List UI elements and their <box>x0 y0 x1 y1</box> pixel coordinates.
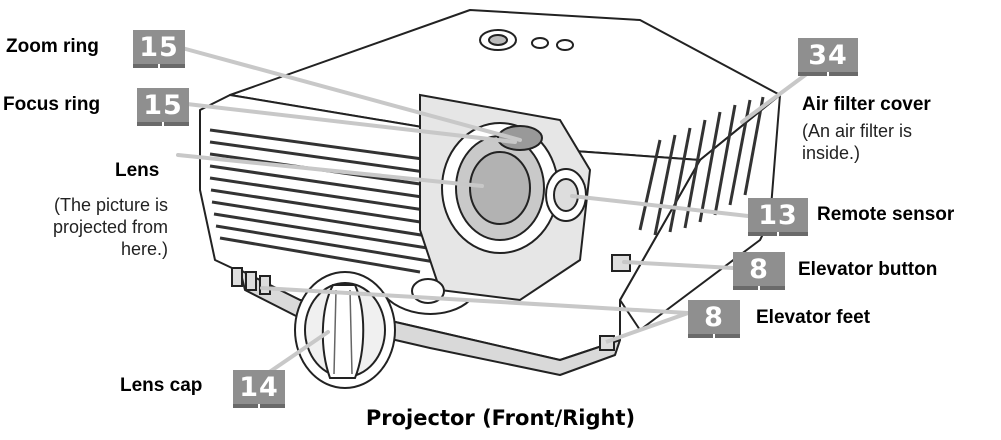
air-filter-desc-line: inside.) <box>802 143 861 163</box>
badge-air-filter-cover: 34 <box>798 38 858 76</box>
lens-cap <box>294 271 396 389</box>
label-elevator-feet: Elevator feet <box>756 307 871 328</box>
lens-description: (The picture is projected from here.) <box>20 194 168 260</box>
badge-remote-sensor: 13 <box>748 198 808 236</box>
lens-desc-line: here.) <box>120 239 168 259</box>
lens-desc-line: (The picture is <box>53 195 168 215</box>
label-air-filter-cover: Air filter cover <box>802 94 931 115</box>
air-filter-desc-line: (An air filter is <box>802 121 913 141</box>
leader-lens <box>176 153 484 188</box>
remote-sensor-window <box>545 168 587 222</box>
leader-remote-sensor <box>570 194 750 218</box>
label-focus-ring: Focus ring <box>3 94 101 115</box>
lens-housing <box>419 93 592 302</box>
badge-elevator-button: 8 <box>733 252 785 290</box>
badge-focus-ring: 15 <box>137 88 189 126</box>
leader-elevator-feet <box>260 286 690 344</box>
label-lens: Lens <box>115 160 160 181</box>
label-zoom-ring: Zoom ring <box>6 36 99 57</box>
leader-air-filter <box>740 68 814 124</box>
label-remote-sensor: Remote sensor <box>817 204 955 225</box>
badge-lens-cap: 14 <box>233 370 285 408</box>
badge-elevator-feet: 8 <box>688 300 740 338</box>
air-filter-description: (An air filter is inside.) <box>802 120 992 164</box>
leader-zoom-ring <box>180 46 522 142</box>
lens-desc-line: projected from <box>52 217 168 237</box>
badge-zoom-ring: 15 <box>133 30 185 68</box>
label-lens-cap: Lens cap <box>120 375 203 396</box>
control-buttons <box>479 29 574 51</box>
leader-elevator-button <box>622 260 735 270</box>
figure-caption: Projector (Front/Right) <box>365 406 636 430</box>
leader-focus-ring <box>185 102 517 144</box>
elevator-parts <box>231 254 631 351</box>
label-elevator-button: Elevator button <box>798 259 938 280</box>
